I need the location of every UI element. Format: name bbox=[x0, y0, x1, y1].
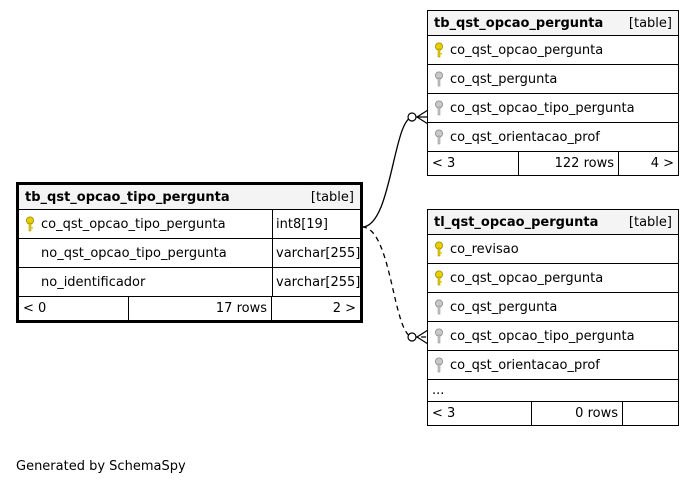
column-name: co_qst_orientacao_prof bbox=[450, 129, 600, 145]
table-tb-qst-opcao-pergunta[interactable]: tb_qst_opcao_pergunta [table] co_qst_opc… bbox=[427, 10, 679, 176]
table-tb-qst-opcao-tipo-pergunta[interactable]: tb_qst_opcao_tipo_pergunta [table] co_qs… bbox=[16, 182, 363, 323]
table-header: tb_qst_opcao_pergunta [table] bbox=[428, 11, 678, 36]
column-name: no_identificador bbox=[41, 274, 146, 290]
column-name: co_qst_opcao_tipo_pergunta bbox=[41, 216, 226, 232]
crowfoot-marker bbox=[415, 109, 429, 125]
foreign-key-icon bbox=[428, 100, 450, 116]
column-row[interactable]: co_qst_pergunta bbox=[428, 65, 678, 94]
column-row[interactable]: no_identificador varchar[255] bbox=[19, 268, 360, 297]
column-name: co_qst_pergunta bbox=[450, 299, 558, 315]
column-row[interactable]: co_qst_orientacao_prof bbox=[428, 123, 678, 152]
column-row[interactable]: co_qst_opcao_tipo_pergunta int8[19] bbox=[19, 210, 360, 239]
table-footer: < 0 17 rows 2 > bbox=[19, 297, 360, 320]
row-count: 17 rows bbox=[129, 297, 272, 320]
column-type: varchar[255] bbox=[272, 239, 360, 267]
column-name: co_qst_opcao_pergunta bbox=[450, 42, 604, 58]
column-name: co_revisao bbox=[450, 241, 519, 257]
column-row[interactable]: co_qst_opcao_pergunta bbox=[428, 264, 678, 293]
column-row[interactable]: no_qst_opcao_tipo_pergunta varchar[255] bbox=[19, 239, 360, 268]
table-footer: < 3 122 rows 4 > bbox=[428, 152, 678, 175]
table-kind: [table] bbox=[628, 214, 672, 230]
more-columns-indicator: ... bbox=[428, 380, 678, 402]
column-row[interactable]: co_qst_opcao_tipo_pergunta bbox=[428, 322, 678, 351]
foreign-key-icon bbox=[428, 129, 450, 145]
table-name[interactable]: tl_qst_opcao_pergunta bbox=[434, 214, 599, 230]
primary-key-icon bbox=[428, 241, 450, 257]
table-kind: [table] bbox=[628, 15, 672, 31]
table-footer: < 3 0 rows bbox=[428, 402, 678, 425]
column-name: co_qst_orientacao_prof bbox=[450, 357, 600, 373]
foreign-key-icon bbox=[428, 328, 450, 344]
primary-key-icon bbox=[19, 216, 41, 232]
table-header: tl_qst_opcao_pergunta [table] bbox=[428, 210, 678, 235]
primary-key-icon bbox=[428, 42, 450, 58]
children-count[interactable]: 2 > bbox=[332, 301, 356, 316]
relationship-zero-marker bbox=[407, 332, 417, 342]
table-tl-qst-opcao-pergunta[interactable]: tl_qst_opcao_pergunta [table] co_revisao… bbox=[427, 209, 679, 426]
parents-count[interactable]: < 3 bbox=[428, 152, 519, 175]
column-row[interactable]: co_qst_opcao_tipo_pergunta bbox=[428, 94, 678, 123]
foreign-key-icon bbox=[428, 299, 450, 315]
relationship-zero-marker bbox=[407, 112, 417, 122]
table-header: tb_qst_opcao_tipo_pergunta [table] bbox=[19, 185, 360, 210]
primary-key-icon bbox=[428, 270, 450, 286]
row-count: 0 rows bbox=[532, 402, 623, 425]
children-count[interactable]: 4 > bbox=[650, 156, 674, 171]
parents-count[interactable]: < 0 bbox=[19, 297, 129, 320]
foreign-key-icon bbox=[428, 71, 450, 87]
table-name[interactable]: tb_qst_opcao_pergunta bbox=[434, 15, 604, 31]
column-name: co_qst_opcao_pergunta bbox=[450, 270, 604, 286]
generator-credit[interactable]: Generated by SchemaSpy bbox=[16, 459, 186, 474]
column-row[interactable]: co_qst_orientacao_prof bbox=[428, 351, 678, 380]
parents-count[interactable]: < 3 bbox=[428, 402, 532, 425]
table-name[interactable]: tb_qst_opcao_tipo_pergunta bbox=[25, 189, 230, 205]
column-name: no_qst_opcao_tipo_pergunta bbox=[41, 245, 227, 261]
column-name: co_qst_opcao_tipo_pergunta bbox=[450, 100, 635, 116]
table-kind: [table] bbox=[310, 189, 354, 205]
column-type: varchar[255] bbox=[272, 268, 360, 296]
column-row[interactable]: co_revisao bbox=[428, 235, 678, 264]
foreign-key-icon bbox=[428, 357, 450, 373]
column-name: co_qst_opcao_tipo_pergunta bbox=[450, 328, 635, 344]
crowfoot-marker bbox=[415, 329, 429, 345]
relationship-line-solid bbox=[361, 116, 428, 228]
column-name: co_qst_pergunta bbox=[450, 71, 558, 87]
children-count[interactable] bbox=[623, 402, 678, 425]
row-count: 122 rows bbox=[519, 152, 619, 175]
relationship-line-dashed bbox=[361, 226, 428, 338]
column-row[interactable]: co_qst_opcao_pergunta bbox=[428, 36, 678, 65]
column-row[interactable]: co_qst_pergunta bbox=[428, 293, 678, 322]
column-type: int8[19] bbox=[272, 210, 360, 238]
